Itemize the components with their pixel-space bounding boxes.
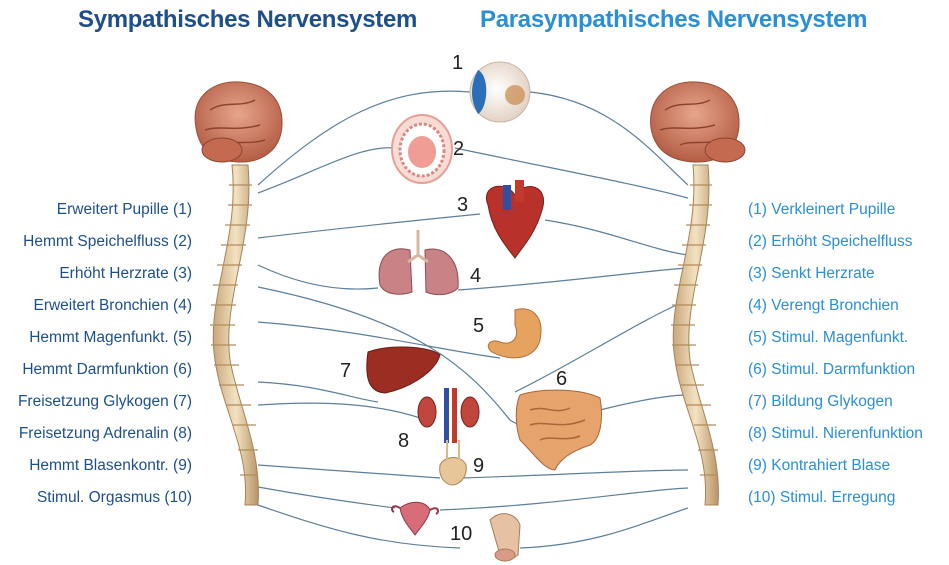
stomach-icon bbox=[488, 309, 541, 358]
organ-number-6: 6 bbox=[556, 368, 567, 391]
bladder-icon bbox=[440, 440, 467, 485]
organ-number-4: 4 bbox=[470, 265, 481, 288]
male-reproductive-icon bbox=[490, 514, 520, 561]
parasympathetic-effect-10: (10) Stimul. Erregung bbox=[748, 489, 895, 507]
parasympathetic-effect-4: (4) Verengt Bronchien bbox=[748, 297, 899, 315]
parasympathetic-effect-3: (3) Senkt Herzrate bbox=[748, 265, 875, 283]
sympathetic-effect-2: Hemmt Speichelfluss (2) bbox=[23, 233, 192, 251]
sympathetic-effect-4: Erweitert Bronchien (4) bbox=[33, 297, 192, 315]
liver-icon bbox=[367, 347, 440, 393]
organ-number-3: 3 bbox=[457, 194, 468, 217]
parasympathetic-effect-5: (5) Stimul. Magenfunkt. bbox=[748, 329, 908, 347]
sympathetic-effect-5: Hemmt Magenfunkt. (5) bbox=[29, 329, 192, 347]
organ-number-1: 1 bbox=[452, 52, 463, 75]
parasympathetic-effect-2: (2) Erhöht Speichelfluss bbox=[748, 233, 913, 251]
parasympathetic-effect-9: (9) Kontrahiert Blase bbox=[748, 457, 890, 475]
sympathetic-effect-7: Freisetzung Glykogen (7) bbox=[18, 393, 192, 411]
organ-number-8: 8 bbox=[398, 430, 409, 453]
heart-icon bbox=[486, 180, 543, 258]
kidneys-icon bbox=[418, 388, 479, 443]
uterus-icon bbox=[392, 502, 438, 535]
sympathetic-effect-9: Hemmt Blasenkontr. (9) bbox=[29, 457, 192, 475]
left-brain-icon bbox=[195, 82, 282, 162]
sympathetic-effect-8: Freisetzung Adrenalin (8) bbox=[19, 425, 192, 443]
organ-number-2: 2 bbox=[453, 138, 464, 161]
parasympathetic-effect-1: (1) Verkleinert Pupille bbox=[748, 201, 895, 219]
lungs-icon bbox=[379, 230, 458, 295]
right-brain-icon bbox=[651, 82, 745, 162]
mouth-icon bbox=[392, 115, 452, 183]
intestine-icon bbox=[516, 390, 601, 470]
eye-icon bbox=[470, 62, 530, 122]
organ-number-9: 9 bbox=[473, 455, 484, 478]
sympathetic-effect-6: Hemmt Darmfunktion (6) bbox=[22, 361, 192, 379]
right-spine-icon bbox=[671, 165, 718, 505]
parasympathetic-effect-7: (7) Bildung Glykogen bbox=[748, 393, 893, 411]
left-spine-icon bbox=[210, 165, 258, 505]
organ-number-7: 7 bbox=[340, 360, 351, 383]
sympathetic-effect-1: Erweitert Pupille (1) bbox=[57, 201, 192, 219]
sympathetic-effect-3: Erhöht Herzrate (3) bbox=[59, 265, 192, 283]
organ-number-5: 5 bbox=[473, 315, 484, 338]
sympathetic-effect-10: Stimul. Orgasmus (10) bbox=[37, 489, 192, 507]
organ-number-10: 10 bbox=[450, 523, 472, 546]
parasympathetic-effect-8: (8) Stimul. Nierenfunktion bbox=[748, 425, 923, 443]
parasympathetic-effect-6: (6) Stimul. Darmfunktion bbox=[748, 361, 915, 379]
